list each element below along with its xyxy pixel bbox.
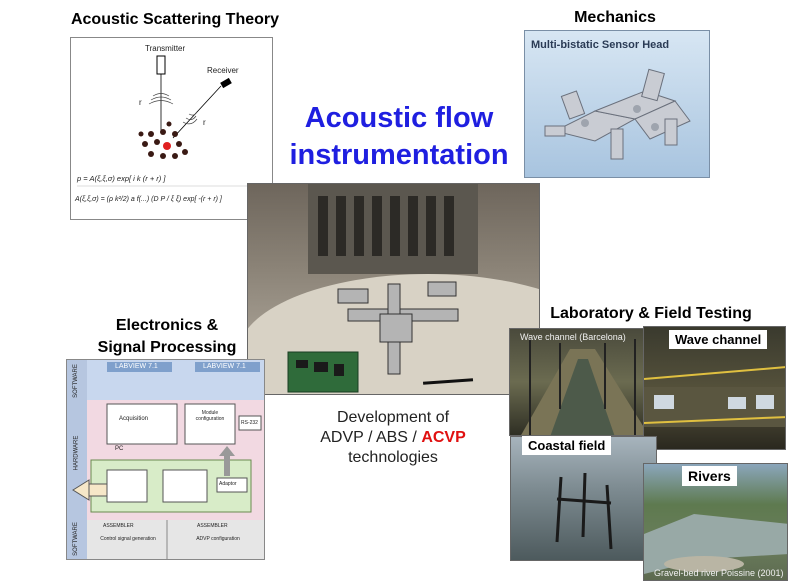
receiver-icon: [220, 77, 232, 89]
particle-cloud: [138, 121, 188, 159]
development-tech-list: ADVP / ABS /: [320, 429, 422, 446]
coastal-field-caption: Coastal field: [522, 436, 612, 455]
wave-channel-caption: Wave channel: [669, 330, 768, 349]
instrument-photo: [247, 183, 540, 395]
sensor-head-illustration: [544, 68, 691, 160]
gravel-bed-label: Gravel-bed river Poissine (2001): [654, 568, 784, 578]
wave-channel-barcelona-illustration: [521, 339, 649, 435]
coastal-field-illustration: [555, 472, 613, 550]
center-title: Acoustic flow instrumentation: [258, 100, 540, 174]
r-label-receive: r: [203, 118, 206, 127]
module-config-label: Module configuration: [195, 410, 225, 422]
electronics-diagram-svg: [67, 360, 264, 559]
mechanics-sensor-head-image: Multi-bistatic Sensor Head: [524, 30, 710, 178]
labview-label-right: LABVIEW 7.1: [203, 363, 246, 370]
adaptor-label: Adaptor: [219, 481, 237, 487]
assembler-label-1: ASSEMBLER: [103, 523, 134, 529]
wave-channel-barcelona-photo: Wave channel (Barcelona): [509, 328, 654, 436]
wave-barcelona-label: Wave channel (Barcelona): [520, 332, 626, 342]
transmitter-icon: [156, 55, 166, 75]
rivers-photo: Gravel-bed river Poissine (2001): [643, 463, 788, 581]
lab-title: Laboratory & Field Testing: [550, 305, 752, 322]
side-label-software-top: SOFTWARE: [72, 364, 79, 398]
electronics-title-1: Electronics &: [115, 317, 219, 334]
acvp-highlight: ACVP: [421, 429, 466, 446]
center-title-line-1: Acoustic flow: [304, 102, 494, 134]
control-signal-label: Control signal generation: [100, 536, 156, 542]
scattering-diagram-svg: [77, 55, 266, 187]
transmitter-label: Transmitter: [145, 44, 186, 53]
coastal-field-photo: [510, 436, 657, 561]
advp-config-label: ADVP configuration: [196, 536, 240, 542]
mechanics-title: Mechanics: [574, 9, 656, 26]
wave-channel-illustration: [644, 366, 785, 427]
rs232-label: RS-232: [241, 420, 258, 426]
center-title-line-2: instrumentation: [289, 139, 509, 171]
development-line-3: technologies: [348, 449, 438, 466]
r-label-transmit: r: [139, 98, 142, 107]
side-label-software-bottom: SOFTWARE: [72, 522, 79, 556]
assembler-label-2: ASSEMBLER: [197, 523, 228, 529]
equation-2: A(ξ,ξ,σ) = (ρ k²/2) a f(...) (D P / ξ ξ)…: [75, 196, 222, 203]
scattering-theory-diagram: Transmitter Receiver r r p = A(ξ,ξ,σ) ex…: [70, 37, 273, 220]
side-label-hardware: HARDWARE: [73, 435, 80, 471]
electronics-title-2: Signal Processing: [97, 339, 237, 356]
receiver-label: Receiver: [207, 66, 239, 75]
equation-1: p = A(ξ,ξ,σ) exp[ i k (r + r) ]: [77, 174, 166, 183]
theory-title: Acoustic Scattering Theory: [70, 11, 280, 28]
rivers-caption: Rivers: [682, 466, 737, 486]
electronics-block-diagram: LABVIEW 7.1 LABVIEW 7.1 SOFTWARE HARDWAR…: [66, 359, 265, 560]
rivers-illustration: [644, 514, 787, 574]
development-line-2: ADVP / ABS / ACVP: [283, 428, 503, 448]
development-caption: Development of ADVP / ABS / ACVP technol…: [283, 408, 503, 468]
sensor-head-label: Multi-bistatic Sensor Head: [531, 39, 670, 51]
labview-label-left: LABVIEW 7.1: [115, 363, 158, 370]
instrument-illustration: [248, 184, 539, 394]
development-line-1: Development of: [336, 409, 450, 426]
pc-label: PC: [115, 446, 124, 452]
acquisition-box-label: Acquisition: [119, 416, 149, 422]
